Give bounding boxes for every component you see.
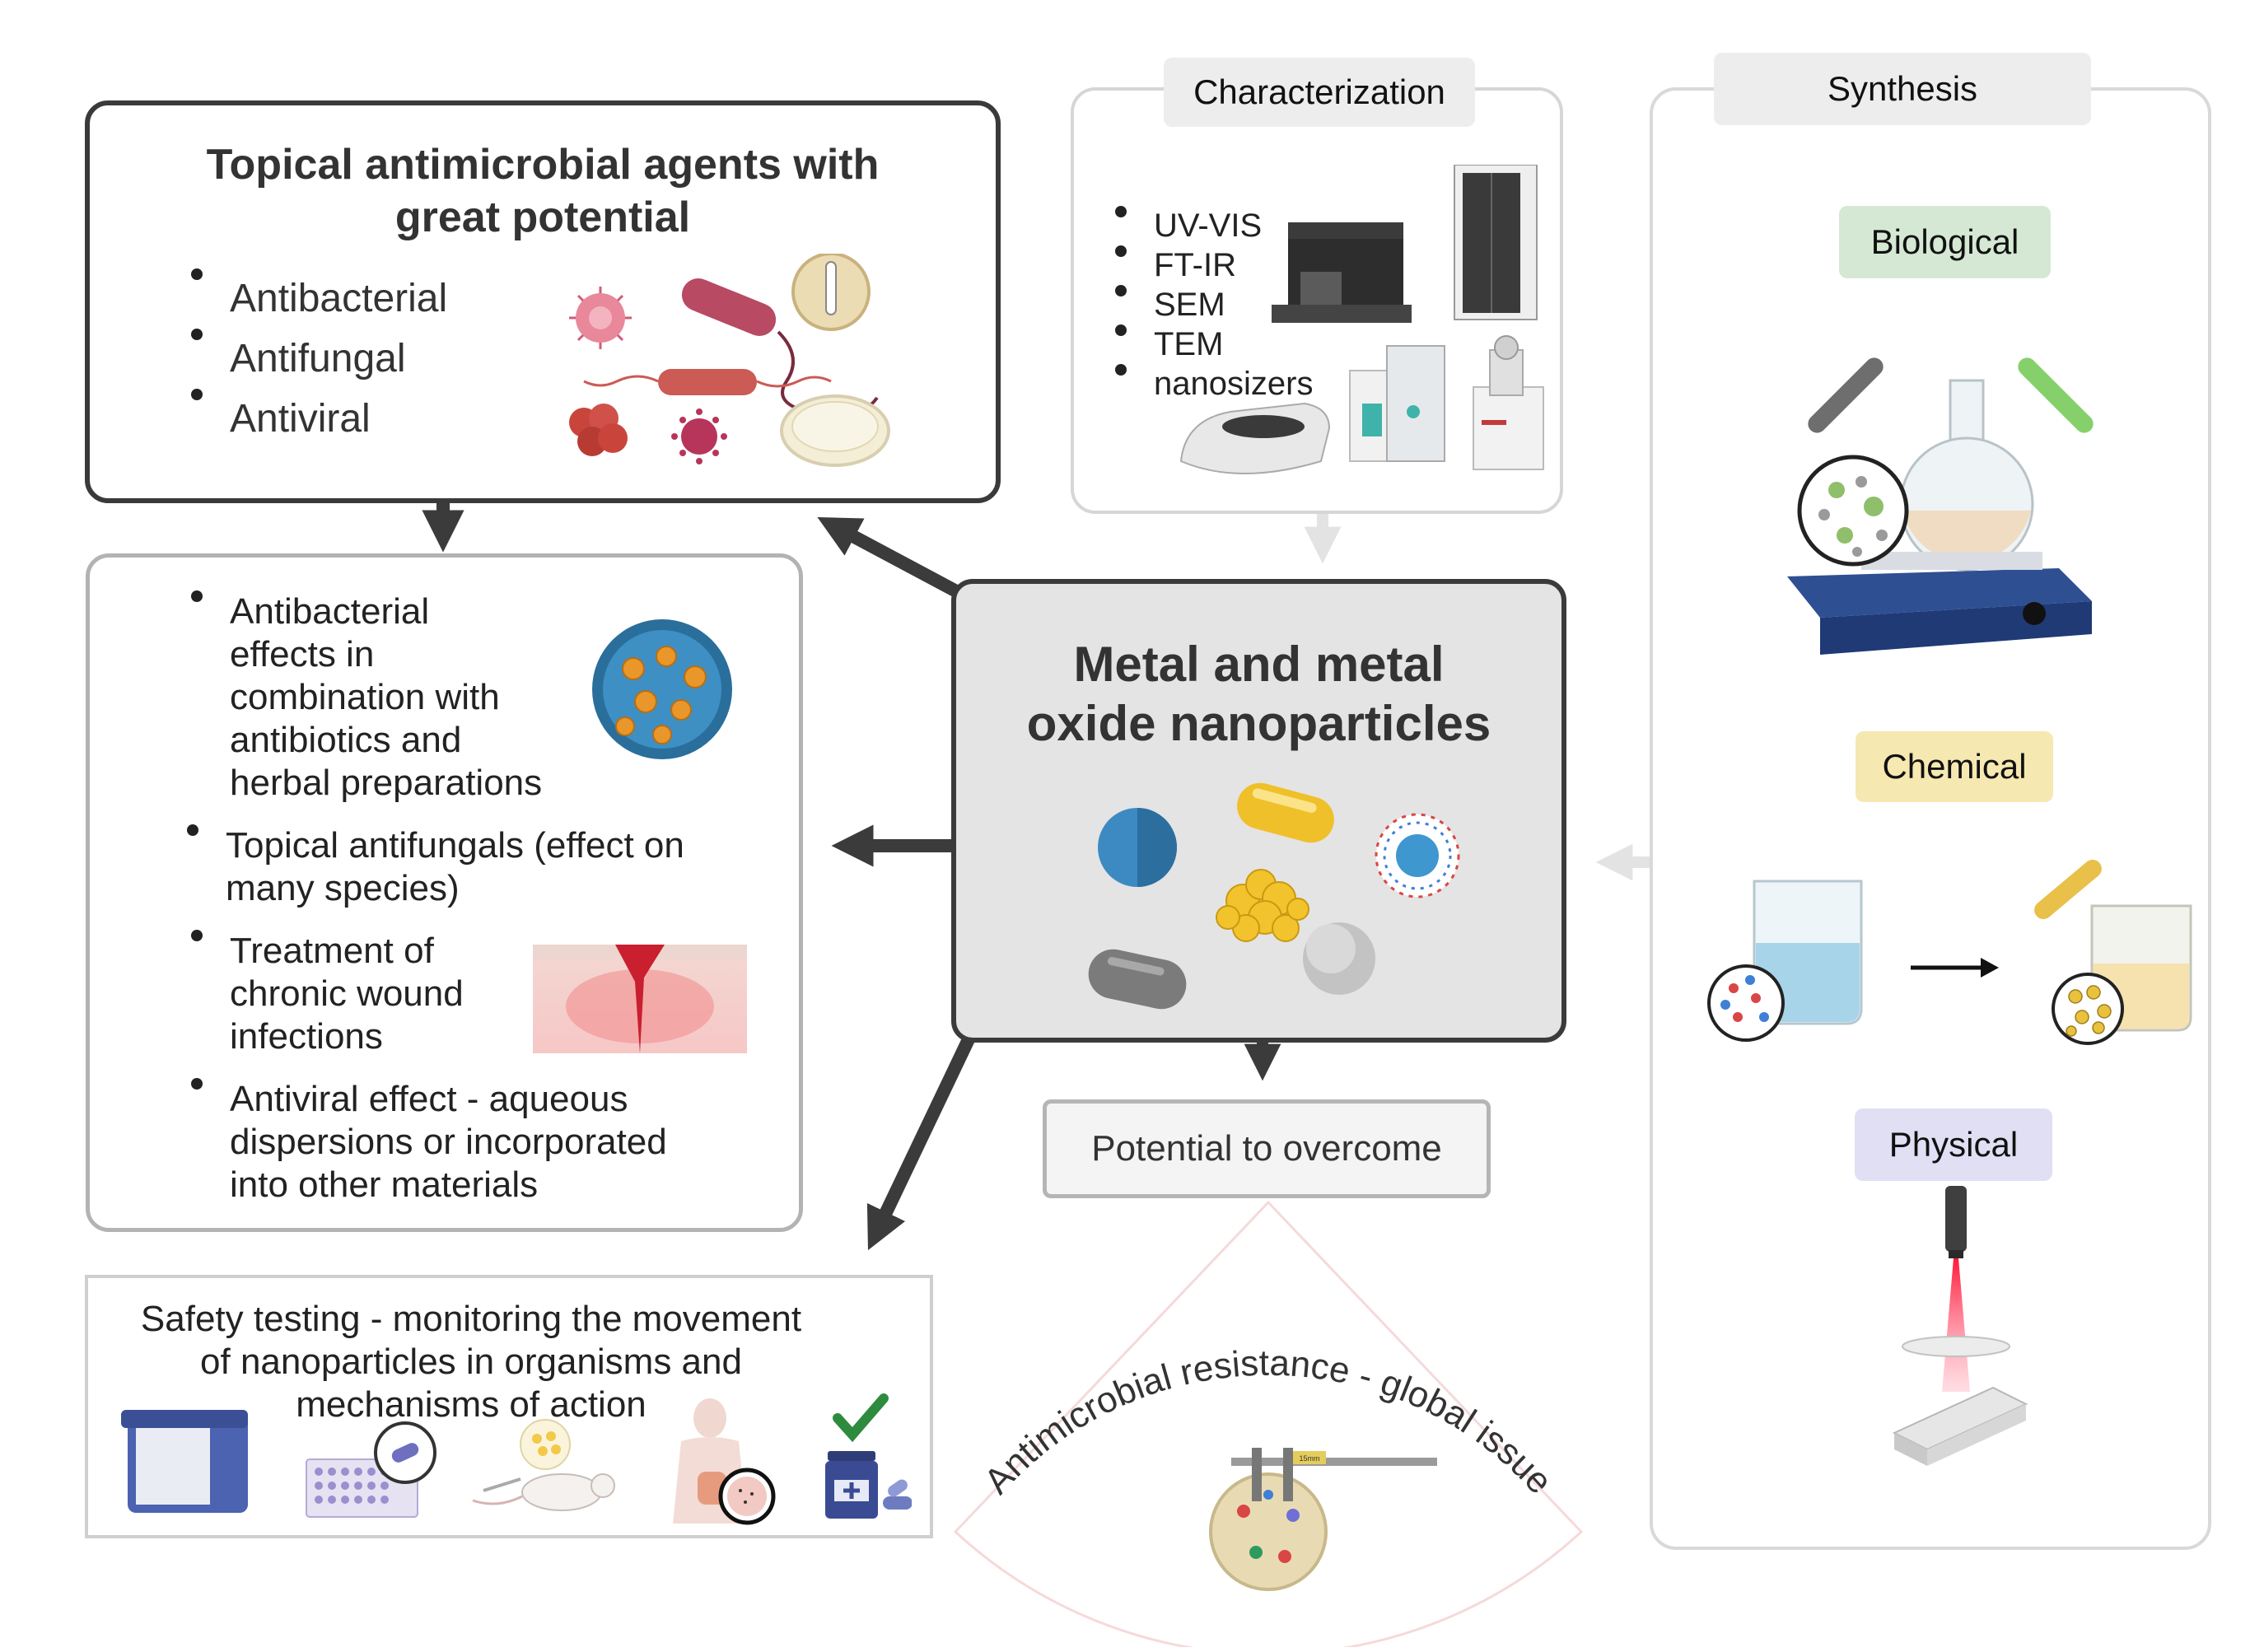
application-line: combination with: [230, 677, 500, 717]
application-line: Antiviral effect - aqueous: [230, 1079, 628, 1119]
test-tube-green-icon: [2018, 357, 2094, 433]
synthesis-header: Synthesis: [1714, 53, 2091, 125]
characterization-method: FT-IR: [1109, 245, 1313, 285]
stirrer-plate-icon: [1787, 552, 2092, 655]
application-line: Antibacterial: [230, 591, 430, 632]
microbes-illustration: [569, 254, 890, 467]
safety-illustrations: [121, 1393, 912, 1525]
characterization-header: Characterization: [1164, 58, 1475, 127]
potential-to-overcome-box: Potential to overcome: [1043, 1099, 1491, 1198]
application-line: antibiotics and: [230, 720, 462, 760]
arrow-center-to-topical: [817, 516, 963, 600]
mouse-icon: [472, 1419, 615, 1511]
center-title-line2: oxide nanoparticles: [1026, 696, 1491, 751]
characterization-methods-list: UV-VIS FT-IR SEM TEM nanosizers: [1109, 206, 1313, 404]
uv-vis-instrument-icon: [1349, 345, 1445, 462]
caliper-icon: 15mm: [1231, 1448, 1437, 1501]
focusing-lens: [1902, 1336, 2010, 1357]
well-plate-icon: [306, 1421, 436, 1518]
application-line: herbal preparations: [230, 763, 543, 803]
checkmark-medicine-icon: [825, 1393, 912, 1519]
yellow-test-tube-icon: [2034, 859, 2102, 920]
topical-agents-box: Topical antimicrobial agents with great …: [85, 100, 1001, 503]
applications-box: Antibacterial effects in combination wit…: [86, 553, 803, 1232]
topical-item: Antibacterial: [184, 268, 447, 329]
yellow-capsule-nanoparticle-icon: [1237, 782, 1334, 843]
flask-icon: [1899, 379, 2034, 572]
nanoparticles-illustration: [1088, 782, 1460, 1010]
gray-capsule-nanoparticle-icon: [1088, 949, 1187, 1010]
application-line: many species): [226, 868, 460, 908]
characterization-method: SEM: [1109, 285, 1313, 324]
physical-synthesis-illustration: [1892, 1186, 2028, 1466]
wound-skin-icon: [533, 945, 747, 1053]
chemical-label: Chemical: [1856, 731, 2053, 802]
application-item-wound: Treatment of chronic wound infections: [184, 930, 794, 1058]
blue-sphere-nanoparticle-icon: [1098, 808, 1177, 887]
metal-target-icon: [1892, 1386, 2028, 1466]
application-line: infections: [230, 1016, 383, 1057]
safety-testing-box: Safety testing - monitoring the movement…: [85, 1275, 933, 1538]
center-title-line1: Metal and metal: [1073, 637, 1445, 692]
sem-instrument-icon: [1473, 335, 1544, 470]
laser-head-icon: [1945, 1186, 1967, 1258]
resistance-wedge: Antimicrobial resistance - global issue …: [953, 1200, 1584, 1647]
virus-icon: [569, 287, 632, 349]
coronavirus-icon: [671, 408, 727, 464]
application-line: chronic wound: [230, 973, 464, 1014]
application-line: into other materials: [230, 1164, 539, 1205]
application-item-antiviral: Antiviral effect - aqueous dispersions o…: [184, 1078, 794, 1206]
cocci-cluster-icon: [569, 404, 628, 456]
application-line: dispersions or incorporated: [230, 1122, 667, 1162]
petri-dish-icon: [780, 394, 890, 467]
topical-item: Antiviral: [184, 389, 447, 449]
nanoparticle-sphere-icon: [592, 619, 732, 759]
topical-item: Antifungal: [184, 329, 447, 389]
silver-sphere-nanoparticle-icon: [1303, 922, 1375, 995]
ion-mixture-magnifier-icon: [1707, 964, 1785, 1042]
topical-title-line2: great potential: [394, 194, 691, 241]
characterization-method: UV-VIS: [1109, 206, 1313, 245]
arrow-center-to-safety: [866, 1033, 977, 1251]
nanoparticles-center-box: Metal and metal oxide nanoparticles: [951, 579, 1566, 1043]
application-line: Treatment of: [230, 931, 434, 971]
electron-microscope-cabinet-icon: [1454, 165, 1538, 320]
safety-line: mechanisms of action: [296, 1384, 647, 1425]
caliper-readout: 15mm: [1299, 1454, 1319, 1463]
application-item-antibacterial: Antibacterial effects in combination wit…: [184, 590, 794, 805]
characterization-instruments: [1179, 165, 1544, 474]
characterization-method: TEM: [1109, 324, 1313, 364]
agar-disk-icon: [791, 254, 871, 331]
characterization-box: UV-VIS FT-IR SEM TEM nanosizers: [1071, 87, 1563, 514]
biological-synthesis-illustration: [1787, 357, 2094, 655]
topical-agents-list: Antibacterial Antifungal Antiviral: [184, 268, 447, 449]
topical-title-line1: Topical antimicrobial agents with: [206, 141, 880, 189]
gold-cluster-nanoparticle-icon: [1216, 869, 1309, 942]
laser-beam: [1942, 1258, 1970, 1392]
nanosizer-icon: [1179, 402, 1331, 474]
application-item-antifungal: Topical antifungals (effect on many spec…: [180, 824, 794, 910]
safety-line: Safety testing - monitoring the movement: [140, 1299, 802, 1339]
application-line: Topical antifungals (effect on: [226, 825, 684, 866]
chemical-synthesis-illustration: [1707, 859, 2192, 1045]
physical-label: Physical: [1855, 1108, 2052, 1181]
liposome-nanoparticle-icon: [1375, 813, 1460, 898]
flagellated-bacterium-icon: [583, 369, 832, 395]
application-line: effects in: [230, 634, 375, 674]
synthesis-box: [1650, 87, 2211, 1550]
human-body-icon: [673, 1398, 776, 1525]
cell-culture-magnifier-icon: [1797, 455, 1909, 567]
safety-line: of nanoparticles in organisms and: [200, 1342, 742, 1382]
characterization-method: nanosizers: [1109, 364, 1313, 404]
nanoparticle-magnifier-icon: [2052, 973, 2124, 1045]
biological-label: Biological: [1839, 206, 2051, 278]
petri-dish-zone-icon: [1209, 1472, 1328, 1591]
applications-list: Antibacterial effects in combination wit…: [184, 590, 794, 1206]
spectrometer-icon: [1272, 222, 1412, 323]
test-tube-gray-icon: [1808, 357, 1884, 433]
analyzer-instrument-icon: [121, 1410, 248, 1513]
